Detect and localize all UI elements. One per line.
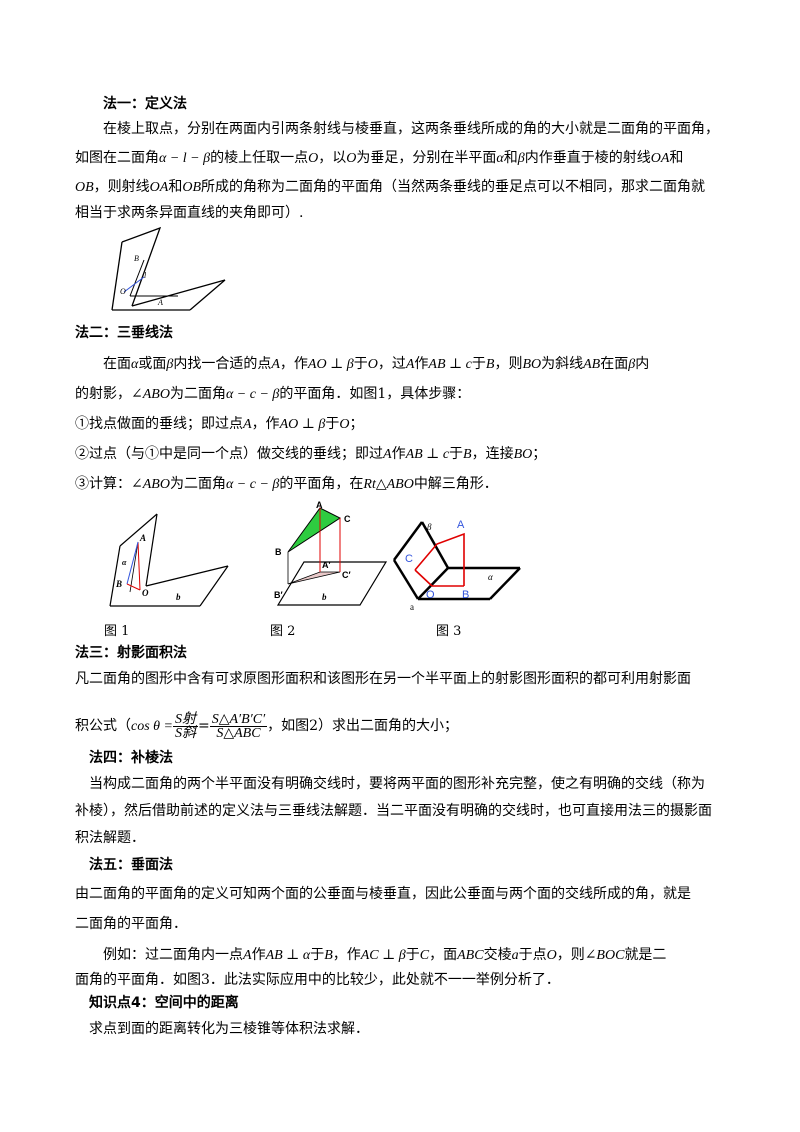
paragraph-line: 由二面角的平面角的定义可知两个面的公垂面与棱垂直，因此公垂面与两个面的交线所成的… [75,886,691,902]
step-3: ③计算：∠ABO为二面角α − c − β的平面角，在Rt△ABO中解三角形． [75,476,498,492]
section-title-three-perpendiculars: 法二：三垂线法 [75,325,173,341]
paragraph-line: 补棱），然后借助前述的定义法与三垂线法解题．当二平面没有明确的交线时，也可直接用… [75,803,712,819]
step-1: ①找点做面的垂线；即过点A，作AO ⊥ β于O； [75,416,364,432]
figure-2: A C B A′ C′ B′ b [274,500,388,606]
figure-3: β A C α O B a [392,519,521,612]
section-title-distance: 知识点4：空间中的距离 [89,995,239,1011]
figure-3-caption: 图 3 [436,624,462,639]
label-a-prime: A′ [322,560,331,570]
step-2: ②过点（与①中是同一个点）做交线的垂线；即过A作AB ⊥ c于B，连接BO； [75,446,547,462]
label-beta: β [426,522,432,532]
section-title-projection-area: 法三：射影面积法 [75,645,187,661]
label-alpha: α [488,572,493,582]
paragraph-line: 积法解题． [75,830,145,846]
formula-fraction-2: S△A′B′C′S△ABC [209,711,268,741]
label-o: O [120,287,126,296]
paragraph-line: 的射影，∠ABO为二面角α − c − β的平面角．如图1，具体步骤： [75,386,471,402]
paragraph-line: 在面α或面β内找一合适的点A，作AO ⊥ β于O，过A作AB ⊥ c于B，则BO… [103,356,650,372]
paragraph-line: 例如：过二面角内一点A作AB ⊥ α于B，作AC ⊥ β于C，面ABC交棱a于点… [103,947,667,963]
label-o: O [426,589,435,601]
label-a: A [139,533,146,543]
label-b-lower: b [322,592,327,602]
label-b: B [275,547,282,557]
paragraph-line: 面角的平面角．如图3．此法实际应用中的比较少，此处就不一一举例分析了． [75,972,560,988]
label-b: B [115,579,122,589]
label-a: A [316,500,323,510]
section-title-supplement-edge: 法四：补棱法 [89,750,173,766]
label-b: B [134,254,139,263]
label-a-lower: a [410,602,414,612]
label-c: C [344,514,351,524]
formula-cos: cos θ = [131,719,173,734]
label-o: O [142,588,149,598]
paragraph-line: 如图在二面角α − l − β的棱上任取一点O，以O为垂足，分别在半平面α和β内… [75,150,684,166]
figure-2-caption: 图 2 [270,624,296,639]
label-l: l [144,271,147,280]
figure-definition-method: B l O A [111,226,226,311]
section-title-definition: 法一：定义法 [103,96,187,112]
paragraph-line: 凡二面角的图形中含有可求原图形面积和该图形在另一个半平面上的射影图形面积的都可利… [75,671,691,687]
label-b-prime: B′ [274,590,283,600]
paragraph-line: 相当于求两条异面直线的夹角即可）. [75,205,304,221]
paragraph-line: 求点到面的距离转化为三棱锥等体积法求解． [89,1021,369,1037]
paragraph-line: 当构成二面角的两个半平面没有明确交线时，要将两平面的图形补充完整，使之有明确的交… [89,776,705,792]
label-c: C [405,553,413,565]
figure-1-caption: 图 1 [104,624,130,639]
label-b-lower: b [176,592,181,602]
paragraph-line: 在棱上取点，分别在两面内引两条射线与棱垂直，这两条垂线所成的角的大小就是二面角的… [103,121,719,137]
label-b: B [462,589,469,601]
label-c-prime: C′ [342,570,351,580]
label-a: A [457,519,465,531]
paragraph-line: 二面角的平面角． [75,916,187,932]
label-a: A [157,298,163,307]
label-alpha: α [122,558,127,567]
section-title-perpendicular-plane: 法五：垂面法 [89,857,173,873]
figure-1: A α B O b [109,513,229,607]
paragraph-line: OB，则射线OA和OB所成的角称为二面角的平面角（当然两条垂线的垂足点可以不相同… [75,179,706,195]
